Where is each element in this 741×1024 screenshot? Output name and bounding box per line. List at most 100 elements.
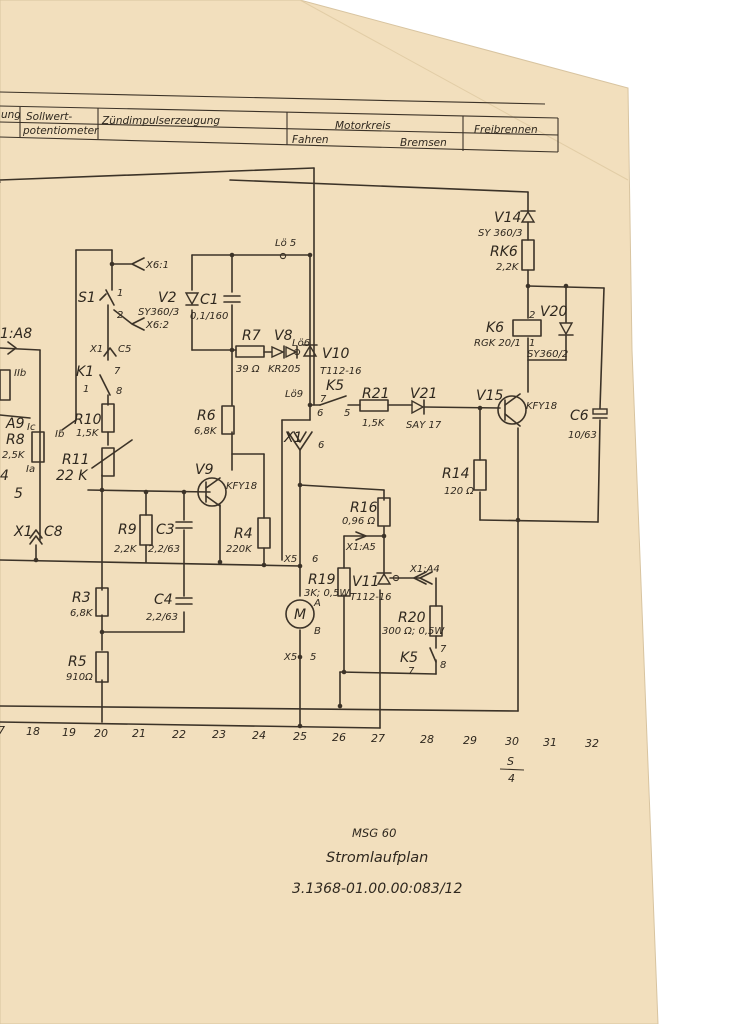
diode-v2 [184, 292, 200, 306]
label-v9: V9 [195, 462, 214, 478]
thyristor-v11 [376, 572, 392, 585]
label-motor: M [294, 607, 306, 623]
label-k5b: K5 [400, 650, 418, 666]
resistor-r3 [95, 587, 109, 617]
label-v21: V21 [410, 386, 437, 402]
motor-m [285, 599, 315, 629]
capacitor-c1 [223, 295, 241, 303]
label-k1-7: 7 [114, 366, 121, 377]
label-r7: R7 [242, 328, 261, 344]
column-number: 21 [132, 727, 146, 740]
label-v8: V8 [274, 328, 293, 344]
resistor-r7 [235, 345, 265, 358]
capacitor-c3 [175, 521, 193, 529]
sheet-marker-bottom: 4 [508, 772, 515, 785]
resistor-rk6 [521, 239, 535, 271]
column-number: 28 [420, 733, 434, 746]
label-k1: K1 [76, 364, 94, 380]
label-r19: R19 [308, 572, 336, 588]
label-c6: C6 [570, 408, 589, 424]
footer-number: 3.1368-01.00.00:083/12 [292, 881, 462, 897]
label-r10: R10 [74, 412, 102, 428]
label-v11: V11 [352, 574, 379, 590]
label-rk6-value: 2,2K [496, 262, 520, 273]
column-number: 18 [26, 725, 40, 738]
label-c4: C4 [154, 592, 173, 608]
header-cell: Motorkreis [335, 120, 391, 132]
header-cell: Sollwert- [26, 111, 72, 123]
label-rk6: RK6 [490, 244, 518, 260]
connector-a4 [413, 571, 433, 585]
label-lo5: Lö 5 [275, 238, 296, 249]
footer-model: MSG 60 [352, 826, 396, 840]
label-v8-value: KR205 [268, 364, 301, 375]
resistor-left [0, 369, 11, 401]
label-r6-value: 6,8K [194, 426, 218, 437]
label-x1-c5: X1 [89, 344, 103, 355]
header-cell: Bremsen [400, 137, 447, 149]
relay-k6 [512, 319, 542, 337]
label-x1-6-pin: 6 [318, 440, 324, 451]
column-number: 29 [463, 734, 477, 747]
column-number: 23 [212, 728, 226, 741]
resistor-r11 [101, 447, 115, 477]
label-k5a-5: 5 [344, 408, 350, 419]
column-number: 31 [543, 736, 557, 749]
label-k6: K6 [486, 320, 504, 336]
label-c1: C1 [200, 292, 219, 308]
resistor-r6 [221, 405, 235, 435]
label-iib: IIb [14, 368, 26, 379]
label-k6-value: RGK 20/1 [474, 338, 521, 349]
capacitor-c6 [592, 408, 608, 419]
label-v10-value: T112-16 [320, 366, 362, 377]
header-table: ung Sollwert- potentiometer Zündimpulser… [0, 91, 559, 153]
footer-title: Stromlaufplan [326, 850, 428, 866]
label-r16: R16 [350, 500, 378, 516]
label-s1: S1 [78, 290, 96, 306]
label-lo6: Lö6 [292, 338, 310, 349]
component-labels: 1:A8 IIb A9 R8 2,5K Ic Ia Ib 4 5 X1 C8 S… [0, 210, 597, 683]
label-ib: Ib [55, 429, 64, 440]
label-c8: C8 [44, 524, 63, 540]
column-number: 32 [585, 737, 599, 750]
label-r11: R11 [62, 452, 90, 468]
switch-k5a [319, 395, 347, 406]
label-v15-value: KFY18 [526, 401, 557, 412]
header-cell: ung [1, 109, 21, 121]
label-k6-2: 2 [529, 310, 535, 321]
label-lo9: Lö9 [285, 389, 303, 400]
label-x1-c8: X1 [13, 524, 33, 540]
resistor-r20 [429, 605, 443, 637]
label-5: 5 [14, 486, 23, 502]
label-v2-value: SY360/3 [138, 307, 179, 318]
label-k5a-7: 7 [320, 394, 327, 405]
header-cell: Zündimpulserzeugung [101, 115, 220, 127]
label-k5b-7b: 7 [408, 666, 415, 677]
label-k1-1: 1 [83, 384, 89, 395]
resistor-r8 [31, 431, 45, 463]
resistor-r16 [377, 497, 391, 527]
connector-c5 [103, 347, 117, 357]
label-k6-1: 1 [529, 338, 535, 349]
label-motor-a: A [313, 598, 321, 609]
label-r7-value: 39 Ω [236, 364, 260, 375]
column-number: 26 [332, 731, 346, 744]
label-r3-value: 6,8K [70, 608, 94, 619]
label-r11-value: 22 K [56, 468, 89, 484]
label-r19-value: 3K; 0,5W [304, 588, 350, 599]
label-r8: R8 [6, 432, 25, 448]
label-v15: V15 [476, 388, 503, 404]
label-r20: R20 [398, 610, 426, 626]
label-x6-2: X6:2 [145, 320, 169, 331]
label-c3: C3 [156, 522, 175, 538]
label-r20-value: 300 Ω; 0,5W [382, 626, 445, 637]
label-k5b-8: 8 [440, 660, 446, 671]
label-r3: R3 [72, 590, 91, 606]
switch-k5b [429, 647, 437, 663]
label-v14-value: SY 360/3 [478, 228, 522, 239]
label-r6: R6 [197, 408, 216, 424]
label-v20-value: SY360/2 [527, 349, 568, 360]
label-motor-b: B [314, 626, 321, 637]
label-ic: Ic [27, 422, 36, 433]
diode-v14 [520, 210, 536, 223]
